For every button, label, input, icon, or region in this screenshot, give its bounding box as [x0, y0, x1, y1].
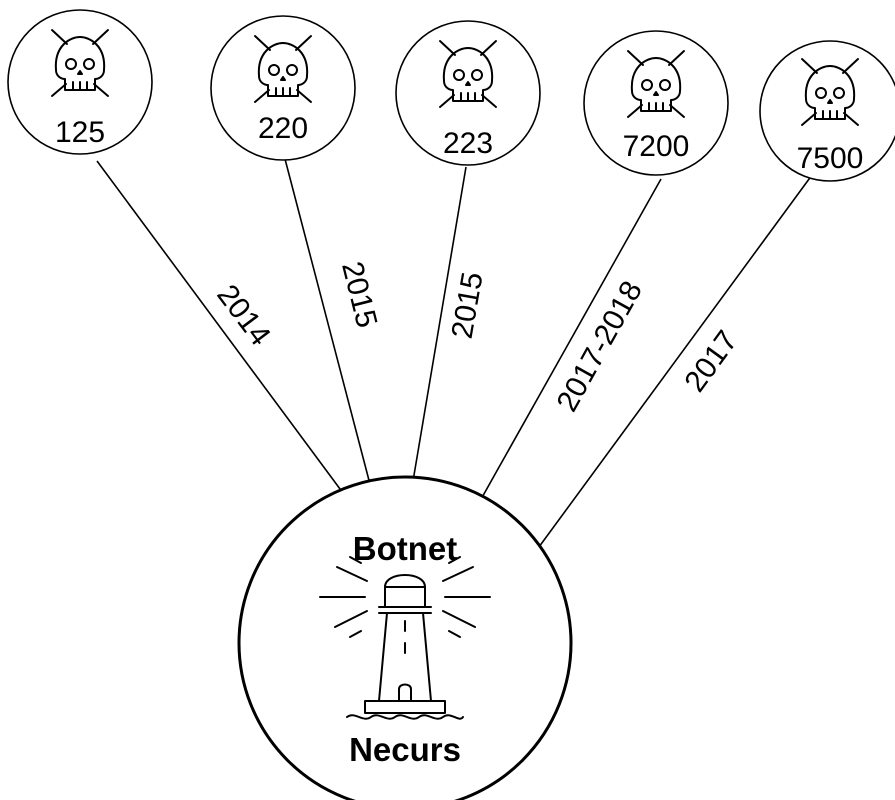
edge-7200	[479, 178, 662, 502]
edge-label-7500: 2017	[678, 325, 744, 398]
node-circle	[759, 40, 895, 182]
edge-7500	[535, 174, 813, 552]
node-count: 7200	[623, 130, 690, 163]
node-220: 220	[210, 15, 356, 161]
hub-title: Botnet	[353, 530, 457, 567]
node-count: 223	[443, 127, 493, 160]
edge-labels: 2014 2015 2015 2017-2018 2017	[210, 258, 744, 417]
edge-label-125: 2014	[210, 279, 277, 352]
edge-label-7200: 2017-2018	[550, 276, 648, 417]
edge-125	[96, 160, 344, 494]
edge-220	[284, 158, 372, 489]
hub-name: Necurs	[349, 731, 461, 768]
hub-circle	[237, 475, 573, 800]
node-7200: 7200	[583, 30, 729, 176]
node-125: 125	[7, 9, 153, 155]
node-count: 7500	[797, 142, 864, 175]
node-223: 223	[395, 20, 541, 166]
edge-label-223: 2015	[446, 270, 490, 341]
edge-223	[411, 166, 467, 488]
edges	[96, 158, 813, 552]
edge-label-220: 2015	[335, 258, 383, 331]
node-count: 125	[55, 116, 105, 149]
node-count: 220	[258, 112, 308, 145]
hub-node: Botnet Necurs	[237, 475, 573, 800]
lighthouse-icon	[319, 556, 491, 720]
node-7500: 7500	[759, 40, 895, 182]
